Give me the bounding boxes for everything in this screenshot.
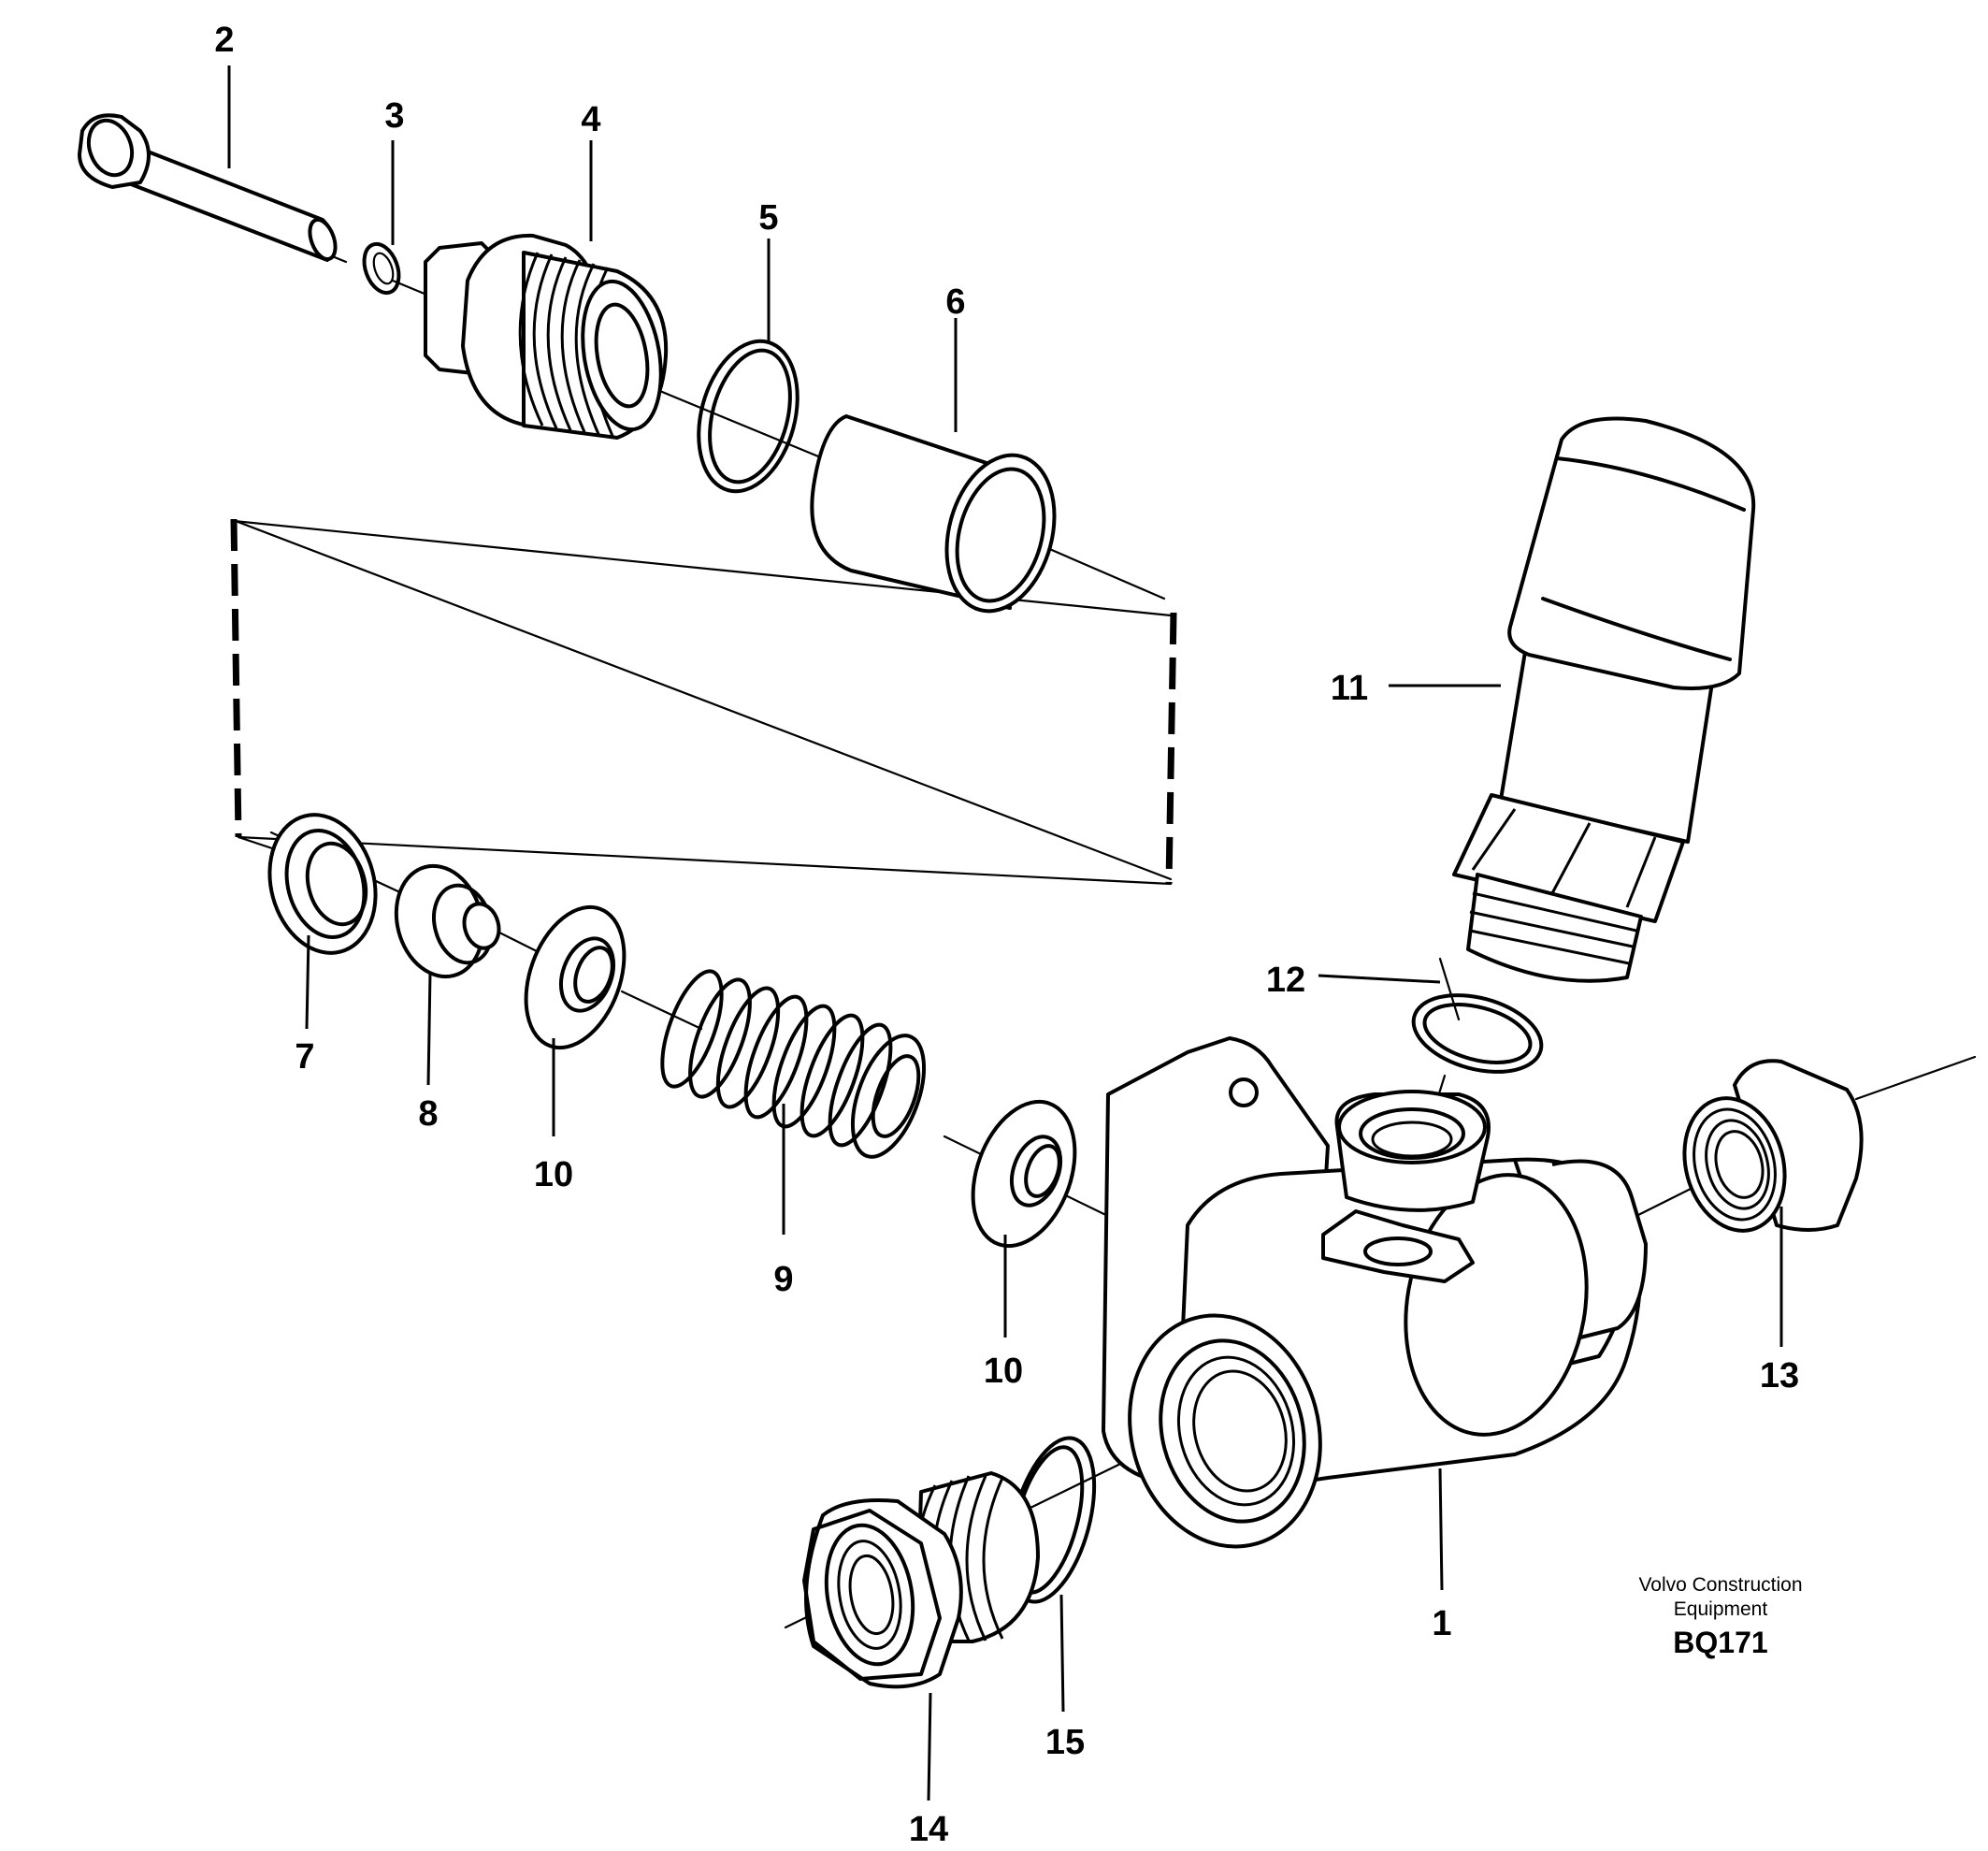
label-part-13: 13: [1760, 1356, 1799, 1395]
label-part-2: 2: [214, 21, 234, 60]
part-12-o-ring: [1411, 993, 1544, 1074]
part-5-o-ring: [697, 339, 800, 494]
part-4-threads: [518, 252, 614, 437]
label-part-5: 5: [758, 198, 778, 238]
part-6-sleeve: [810, 414, 1057, 614]
caption-drawing-code: BQ171: [1673, 1626, 1768, 1659]
label-part-7: 7: [295, 1037, 314, 1077]
caption-brand-line1: Volvo Construction: [1638, 1574, 1803, 1596]
label-part-11: 11: [1331, 669, 1368, 708]
label-part-4: 4: [581, 100, 600, 139]
part-9-spring: [660, 969, 927, 1159]
part-labels: 2 3 4 5 6 11 12 7 8 10 9 10 13 1 15 14: [214, 21, 1799, 1849]
part-13-plug: [1682, 1059, 1864, 1233]
label-part-6: 6: [945, 282, 965, 322]
label-part-10a: 10: [534, 1155, 573, 1194]
label-part-10b: 10: [984, 1352, 1023, 1391]
part-14-fitting: [802, 1471, 1040, 1689]
part-10b-washer: [971, 1099, 1077, 1249]
leader-lines: [227, 65, 1783, 1801]
housing-port-threads: [1176, 1355, 1296, 1507]
diagram-caption: Volvo Construction Equipment BQ171: [1590, 1573, 1851, 1661]
label-part-3: 3: [384, 96, 404, 136]
part-8-valve: [394, 863, 501, 979]
label-part-1: 1: [1432, 1604, 1451, 1643]
label-part-14: 14: [909, 1810, 948, 1849]
part-1-housing: [1102, 1036, 1648, 1549]
label-part-12: 12: [1266, 961, 1305, 1000]
caption-brand-line2: Equipment: [1673, 1598, 1768, 1620]
part-11-filter: [1452, 416, 1756, 983]
label-part-15: 15: [1045, 1723, 1085, 1762]
label-part-8: 8: [418, 1094, 438, 1134]
part-10a-washer: [524, 904, 627, 1050]
part-4-plug: [424, 233, 669, 440]
part-2-pin: [78, 113, 338, 262]
dashed-connector: [230, 518, 1177, 886]
label-part-9: 9: [773, 1260, 793, 1299]
part-7-ring: [267, 813, 378, 955]
part-3-washer: [362, 241, 401, 296]
part-13-threads: [1693, 1107, 1777, 1222]
